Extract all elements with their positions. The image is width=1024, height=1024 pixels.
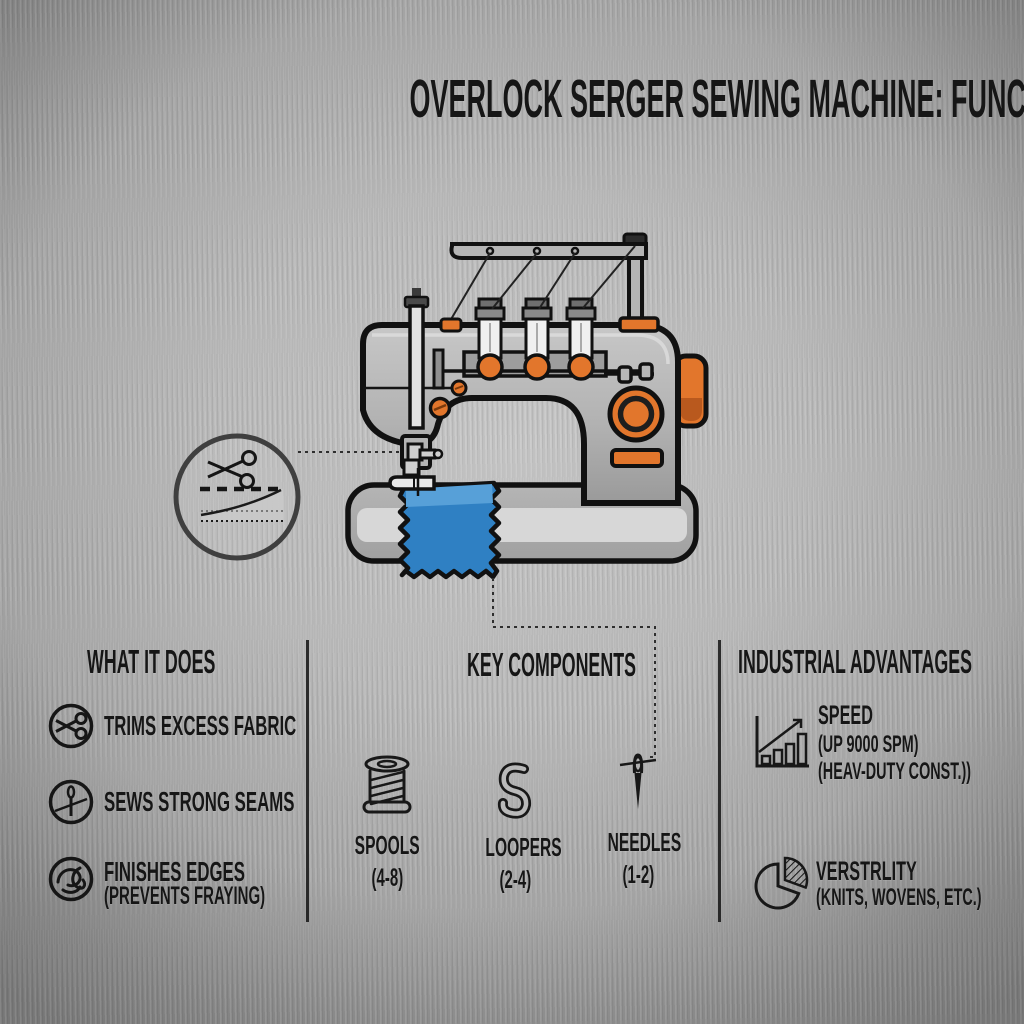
growth-chart-icon [755,716,809,768]
what-item-label: TRIMS EXCESS FABRIC [104,710,297,741]
looper-icon [497,762,532,819]
detail-circle [173,433,301,561]
advantage-label: VERSTRLITY [816,856,917,886]
spool-posts [474,297,597,381]
trim-scissors-icon [207,450,257,489]
pie-chart-icon [754,856,809,910]
industrial-advantages-heading: INDUSTRIAL ADVANTAGES [738,643,972,680]
needle-icon [619,753,657,809]
what-item-sublabel: (PREVENTS FRAYING) [104,882,266,910]
dotted-connectors [298,451,656,758]
overlock-stitch-icon [48,856,94,902]
component-spools: SPOOLS (4-8) [332,748,442,891]
front-button [610,448,664,468]
advantage-detail: (HEAV-DUTY CONST.)) [818,758,972,785]
advantage-detail: (UP 9000 SPM) [818,731,919,758]
what-item-label: SEWS STRONG SEAMS [104,786,295,817]
threads [449,245,636,322]
divider-right [718,640,721,922]
scissors-icon [48,703,94,749]
presser-foot [388,442,444,496]
tension-dial [567,353,595,381]
what-item-label: FINISHES EDGES [104,856,245,887]
what-it-does-heading: WHAT IT DOES [87,643,216,680]
advantage-detail: (KNITS, WOVENS, ETC.) [816,884,982,911]
spool-icon [362,755,412,814]
handwheel-dial [607,385,665,443]
component-loopers: LOOPERS (2-4) [460,750,570,893]
fabric-cross-section [201,489,283,521]
page-title: OVERLOCK SERGER SEWING MACHINE: FUNCTION… [409,69,1024,129]
needle-bar [403,288,445,430]
tension-dial [523,353,551,381]
key-components-heading: KEY COMPONENTS [466,646,636,683]
thread-stand [439,232,660,333]
thread-guide [439,317,463,333]
tension-dial [476,353,504,381]
divider-left [306,640,309,922]
fabric-swatch [397,480,502,580]
stitch-selectors [604,362,654,384]
screws [428,379,468,420]
component-needles: NEEDLES (1-2) [583,745,693,888]
needle-thread-icon [48,779,94,825]
advantage-label: SPEED [818,700,873,730]
side-knob [671,353,709,429]
